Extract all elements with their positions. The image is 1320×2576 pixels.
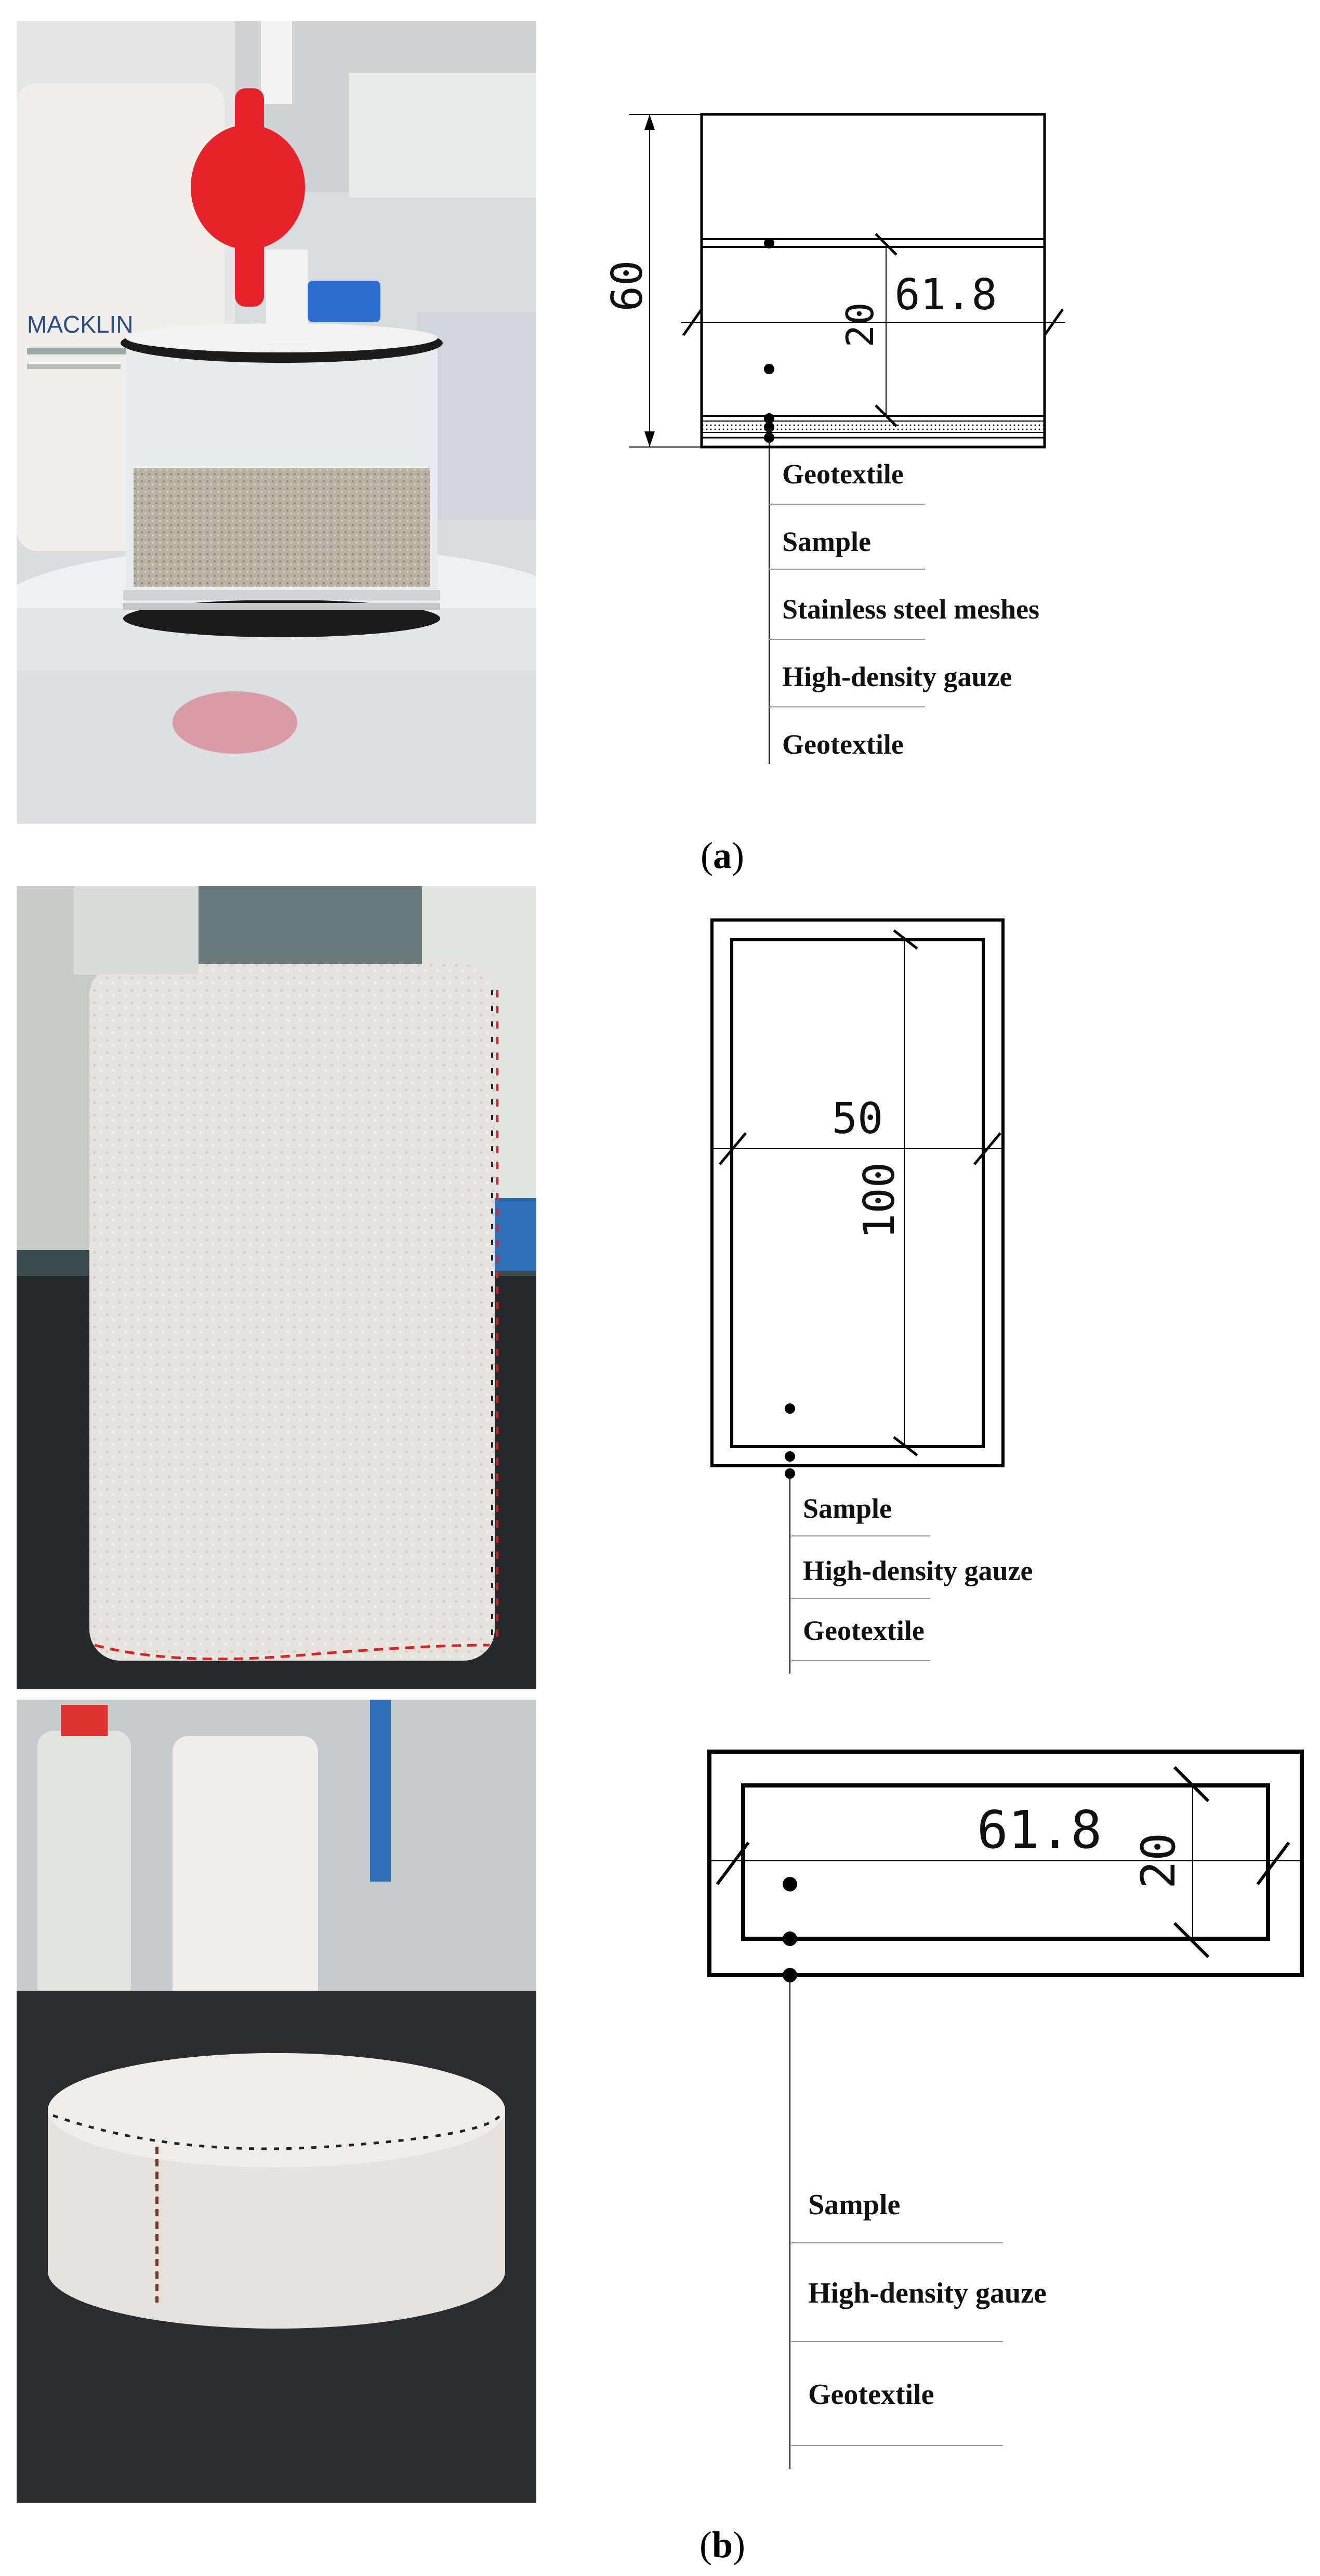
layer-label-list: Sample High-density gauze Geotextile	[790, 1493, 1033, 1661]
diagram-b-tall-section: 50 100 Sample High-density gauze Geotext…	[572, 894, 1320, 1684]
dim-height: 20	[1131, 1833, 1186, 1889]
dim-diameter: 61.8	[977, 1799, 1102, 1860]
layer-label: Stainless steel meshes	[782, 594, 1039, 625]
layer-label: High-density gauze	[808, 2277, 1047, 2309]
layer-label: Geotextile	[782, 458, 904, 490]
dim-height: 100	[855, 1162, 904, 1239]
inner-gauze-outline	[741, 1783, 1270, 1941]
layer-label-list: Geotextile Sample Stainless steel meshes…	[769, 458, 1039, 760]
layer-label: Sample	[782, 526, 871, 557]
dim-diameter: 61.8	[894, 270, 997, 320]
photo-b-tall-sample	[17, 886, 536, 1689]
layer-label: Geotextile	[808, 2378, 934, 2411]
layer-label: High-density gauze	[782, 661, 1012, 692]
cell-outline	[700, 113, 1046, 449]
diagram-b-flat-section: 61.8 20 Sample High-density gauze Geotex…	[572, 1726, 1320, 2485]
photo-a-permeameter-cell: MACKLIN	[17, 21, 536, 824]
layer-label-list: Sample High-density gauze Geotextile	[790, 2189, 1047, 2446]
caption-a: (a)	[701, 835, 744, 876]
inner-gauze-outline	[730, 938, 985, 1448]
dim-height: 60	[603, 260, 652, 312]
layer-label: Geotextile	[803, 1615, 925, 1646]
dim-width: 50	[832, 1094, 883, 1144]
layer-label: High-density gauze	[803, 1555, 1033, 1586]
layer-label: Sample	[808, 2189, 900, 2221]
diagram-a-permeameter-section: 60 61.8 20 Geotextile Sample Stainless s…	[572, 78, 1320, 795]
dim-sample: 20	[838, 303, 882, 348]
caption-b: (b)	[699, 2524, 745, 2566]
outer-geotextile-outline	[710, 918, 1005, 1467]
layer-label: Geotextile	[782, 729, 904, 760]
outer-geotextile-outline	[707, 1750, 1304, 1977]
photo-b-flat-sample	[17, 1700, 536, 2503]
layer-label: Sample	[803, 1493, 892, 1524]
bottle-label: MACKLIN	[27, 311, 133, 338]
